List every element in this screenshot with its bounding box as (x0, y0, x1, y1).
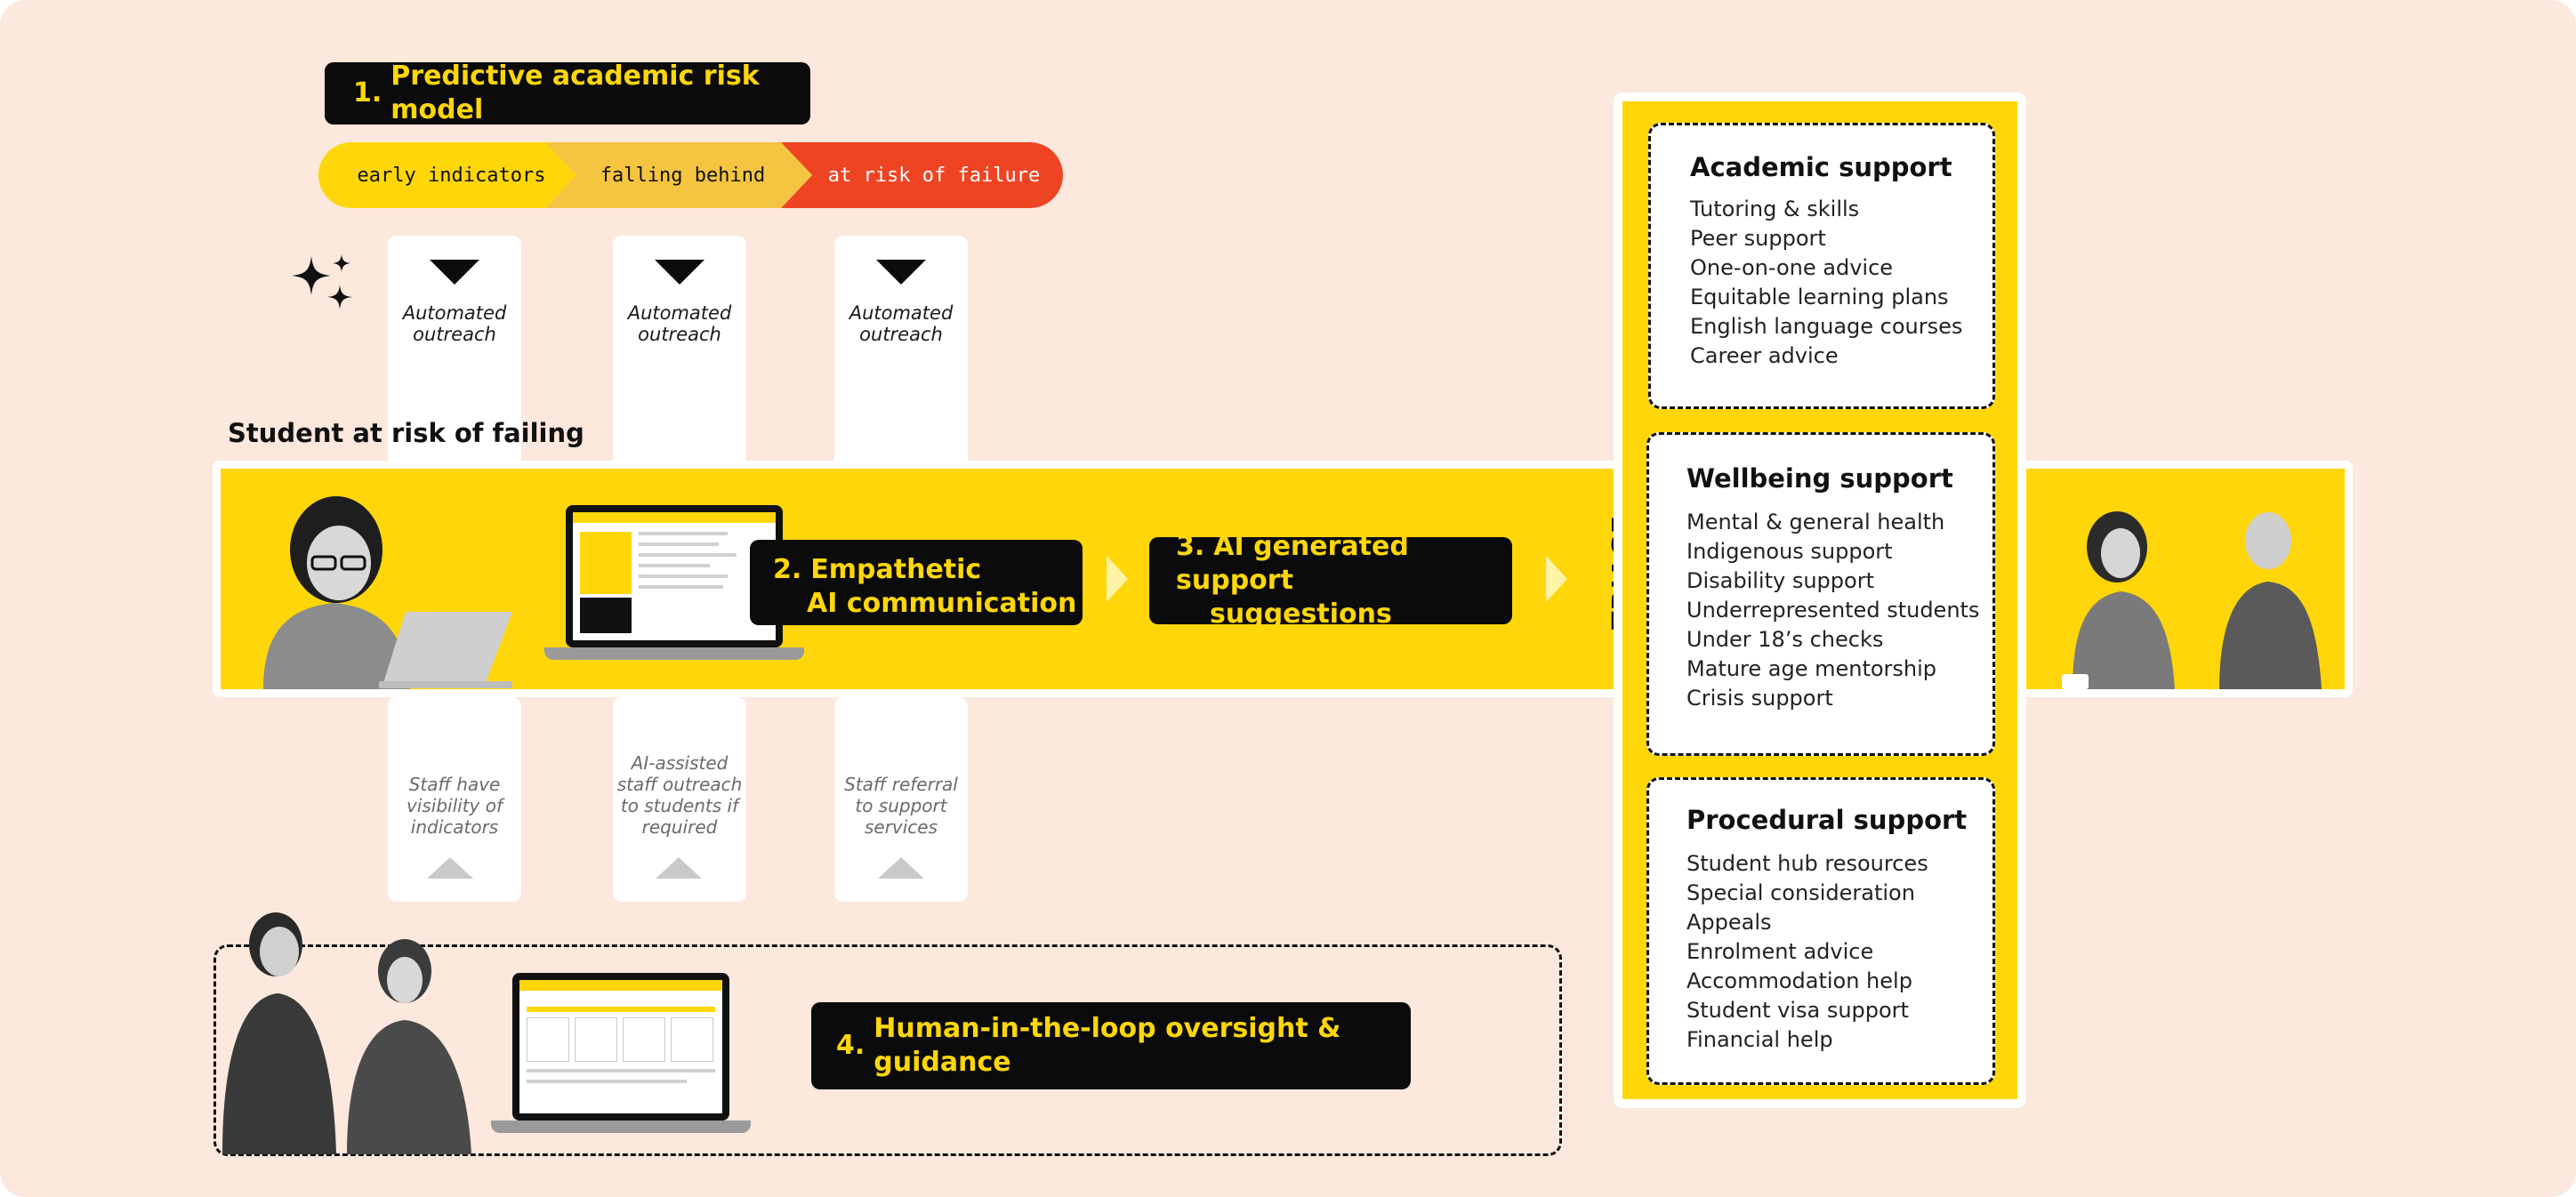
staff-text-2: AI-assisted staff outreach to students i… (616, 752, 743, 838)
list-item: Mature age mentorship (1686, 656, 1937, 681)
laptop-1-display (573, 512, 776, 640)
academic-support-panel: Academic support Tutoring & skills Peer … (1648, 123, 1995, 409)
step-2-box: 2. Empathetic AI communication (750, 540, 1083, 625)
stage-early-indicators: early indicators (357, 164, 546, 187)
list-item: Career advice (1690, 343, 1839, 368)
list-item: Accommodation help (1686, 968, 1912, 993)
up-arrow-icon (656, 857, 702, 879)
procedural-support-title: Procedural support (1686, 805, 1968, 835)
laptop-2-screen (512, 973, 729, 1121)
laptop-1-base (544, 647, 804, 660)
outreach-text-2: Automated outreach (627, 302, 732, 345)
list-item: Disability support (1686, 568, 1874, 593)
down-arrow-icon (876, 260, 926, 285)
staff-text-3: Staff referral to support services (844, 774, 958, 838)
up-arrow-icon (427, 857, 473, 879)
step-3-line-2: suggestions (1210, 598, 1392, 630)
up-arrow-icon (878, 857, 924, 879)
laptop-2-base (491, 1121, 751, 1133)
list-item: Mental & general health (1686, 510, 1945, 534)
list-item: Underrepresented students (1686, 598, 1980, 623)
list-item: Student visa support (1686, 998, 1909, 1023)
student-photo (228, 487, 521, 689)
list-item: Equitable learning plans (1690, 285, 1949, 309)
outreach-text-3: Automated outreach (849, 302, 954, 345)
list-item: Enrolment advice (1686, 939, 1874, 964)
step-3-box: 3.AI generated support suggestions (1149, 531, 1512, 630)
step-3-line-1: AI generated support (1176, 531, 1409, 596)
step-2-number: 2. (773, 554, 802, 585)
step-2-line-1: Empathetic (810, 554, 982, 585)
list-item: Special consideration (1686, 880, 1915, 905)
academic-support-title: Academic support (1690, 152, 1952, 182)
student-label: Student at risk of failing (228, 418, 584, 448)
stage-falling-behind: falling behind (600, 164, 766, 187)
chevron-right-icon (1107, 556, 1128, 602)
list-item: Under 18’s checks (1686, 627, 1884, 652)
staff-text-1: Staff have visibility of indicators (406, 774, 503, 838)
laptop-2-display (519, 980, 722, 1113)
risk-stage-strip (318, 142, 1063, 208)
down-arrow-icon (655, 260, 704, 285)
step-4-box: 4. Human-in-the-loop oversight & guidanc… (811, 1002, 1411, 1089)
step-1-label: Predictive academic risk model (390, 60, 760, 125)
list-item: Financial help (1686, 1027, 1833, 1052)
stage-chip-yellow (318, 142, 576, 208)
staff-photo (222, 912, 471, 1154)
academic-support-list: Tutoring & skills Peer support One-on-on… (1690, 195, 1992, 371)
list-item: Tutoring & skills (1690, 197, 1860, 221)
step-4-label: Human-in-the-loop oversight & guidance (873, 1013, 1341, 1078)
laptop-1-screen (566, 505, 783, 647)
sparkle-icon (292, 254, 352, 309)
counselling-photo (2046, 498, 2345, 689)
procedural-support-list: Student hub resources Special considerat… (1686, 849, 1992, 1055)
list-item: Crisis support (1686, 686, 1833, 711)
outreach-text-1: Automated outreach (402, 302, 507, 345)
procedural-support-panel: Procedural support Student hub resources… (1646, 777, 1995, 1085)
human-oversight-container (213, 944, 1562, 1156)
step-1-number: 1. (353, 77, 382, 108)
list-item: Appeals (1686, 910, 1772, 935)
stage-at-risk: at risk of failure (827, 164, 1041, 187)
list-item: Indigenous support (1686, 539, 1893, 564)
stage-chip-mid (545, 142, 812, 208)
list-item: One-on-one advice (1690, 255, 1894, 280)
wellbeing-support-title: Wellbeing support (1686, 463, 1953, 494)
step-1-box: 1. Predictive academic risk model (325, 60, 810, 125)
stage-chip-red (781, 142, 1063, 208)
list-item: Peer support (1690, 226, 1826, 251)
step-2-line-2: AI communication (807, 588, 1077, 619)
wellbeing-support-list: Mental & general health Indigenous suppo… (1686, 508, 1992, 713)
list-item: Student hub resources (1686, 851, 1928, 876)
chevron-right-icon (1546, 556, 1567, 602)
down-arrow-icon (430, 260, 479, 285)
wellbeing-support-panel: Wellbeing support Mental & general healt… (1646, 432, 1995, 756)
list-item: English language courses (1690, 314, 1963, 339)
step-4-number: 4. (836, 1030, 865, 1061)
step-3-number: 3. (1176, 531, 1205, 562)
